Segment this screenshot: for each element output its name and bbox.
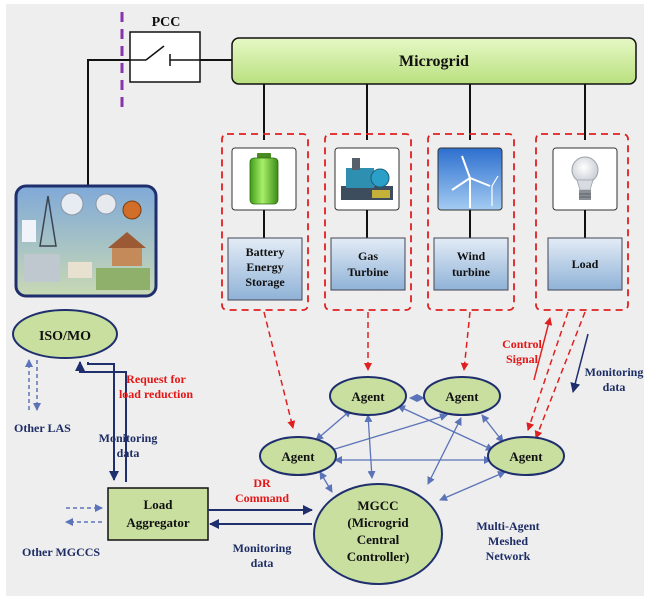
other-las-label: Other LAS [14, 421, 71, 435]
power-grid-picture [14, 184, 158, 298]
grid-line [87, 59, 130, 186]
monitoring-bottom-label-1: Monitoring [233, 541, 292, 555]
unit-battery-label-3: Storage [245, 275, 285, 289]
agent-mesh-links [315, 394, 506, 501]
unit-wind-label-1: Wind [457, 249, 486, 263]
unit-label-box [227, 237, 303, 301]
mgcc-label-1: MGCC [357, 498, 398, 513]
request-label-1: Request for [126, 372, 186, 386]
request-label-2: load reduction [119, 387, 193, 401]
battery-icon [249, 153, 279, 205]
iso-mo-node [12, 309, 118, 359]
mgcc-label-3: Central [357, 532, 400, 547]
multi-agent-label-1: Multi-Agent [476, 519, 539, 533]
unit-wind-label-2: turbine [452, 265, 491, 279]
agent-node-left: Agent [259, 436, 337, 476]
microgrid-label: Microgrid [399, 53, 469, 70]
load-aggregator-box [107, 487, 209, 541]
monitoring-arrow-to-iso [75, 361, 127, 482]
unit-label-box [547, 237, 623, 291]
agent-label: Agent [509, 449, 543, 464]
dr-label-1: DR [253, 476, 271, 490]
agent-label: Agent [445, 389, 479, 404]
pcc-label: PCC [152, 15, 181, 30]
monitoring-bottom-label-2: data [251, 556, 274, 570]
agent-node-top-left: Agent [329, 376, 407, 416]
unit-gas-label-1: Gas [358, 249, 378, 263]
control-label-1: Control [502, 337, 542, 351]
agent-node-top-right: Agent [423, 376, 501, 416]
dr-label-2: Command [235, 491, 289, 505]
agent-label: Agent [281, 449, 315, 464]
unit-label-box [433, 237, 509, 291]
wind-turbine-icon [451, 155, 499, 208]
unit-battery-label-1: Battery [246, 245, 285, 259]
multi-agent-label-3: Network [486, 549, 531, 563]
other-mgccs-label: Other MGCCS [22, 545, 100, 559]
unit-battery: Battery Energy Storage [221, 133, 309, 311]
agent-label: Agent [351, 389, 385, 404]
monitoring-left-label-1: Monitoring [99, 431, 158, 445]
light-bulb-icon [571, 156, 599, 200]
monitoring-right-label-2: data [603, 380, 626, 394]
control-signal-arrow [533, 317, 553, 381]
unit-load: Load [535, 133, 629, 311]
mgcc-label-4: Controller) [347, 549, 410, 564]
monitoring-right-arrow [570, 333, 589, 393]
microgrid-bus [231, 37, 637, 85]
unit-wind-turbine: Wind turbine [427, 133, 515, 311]
unit-gas-turbine: Gas Turbine [324, 133, 412, 311]
control-links [263, 311, 586, 439]
unit-label-box [330, 237, 406, 291]
mgcc-label-2: (Microgrid [347, 515, 409, 530]
monitoring-right-label-1: Monitoring [585, 365, 644, 379]
load-aggregator-label-2: Aggregator [126, 515, 190, 530]
control-label-2: Signal [506, 352, 539, 366]
unit-load-label-1: Load [572, 257, 599, 271]
pcc-breaker [129, 31, 232, 83]
mgcc-node [313, 483, 443, 585]
iso-mo-label: ISO/MO [39, 329, 91, 344]
request-arrow-to-aggregator [87, 362, 119, 481]
gas-turbine-icon [341, 158, 393, 200]
unit-gas-label-2: Turbine [348, 265, 390, 279]
multi-agent-label-2: Meshed [488, 534, 528, 548]
agent-node-right: Agent [487, 436, 565, 476]
monitoring-left-label-2: data [117, 446, 140, 460]
load-aggregator-label-1: Load [144, 497, 174, 512]
unit-battery-label-2: Energy [246, 260, 283, 274]
